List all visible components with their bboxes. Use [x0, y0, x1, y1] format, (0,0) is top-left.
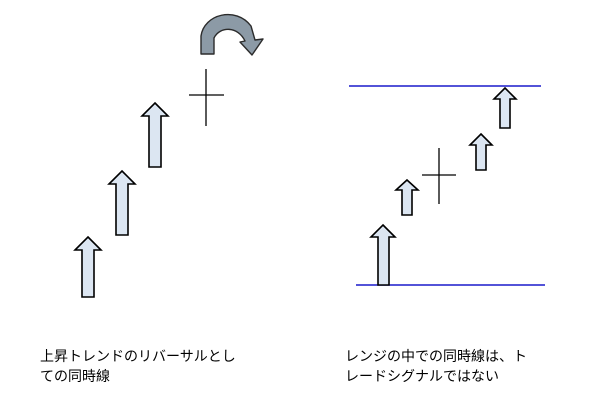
up-arrow-icon — [107, 169, 137, 236]
right-range-arrows — [369, 86, 518, 286]
up-arrow-icon — [393, 178, 421, 216]
up-arrow-icon — [492, 86, 518, 129]
right-caption-line-2: レードシグナルではない — [345, 369, 499, 385]
curved-reversal-arrow-icon — [200, 13, 264, 56]
left-uptrend-arrows — [73, 101, 170, 298]
cross-doji-icon — [189, 69, 224, 126]
up-arrow-icon — [140, 101, 170, 168]
right-caption-line-1: レンジの中での同時線は、ト — [345, 349, 527, 365]
left-caption-line-1: 上昇トレンドのリバーサルとし — [40, 349, 236, 365]
up-arrow-icon — [369, 223, 397, 286]
left-caption: 上昇トレンドのリバーサルとし ての同時線 — [40, 347, 236, 387]
up-arrow-icon — [468, 132, 494, 171]
right-caption: レンジの中での同時線は、ト レードシグナルではない — [345, 347, 527, 387]
up-arrow-icon — [73, 235, 103, 298]
left-caption-line-2: ての同時線 — [40, 369, 110, 385]
cross-doji-icon — [422, 148, 456, 204]
